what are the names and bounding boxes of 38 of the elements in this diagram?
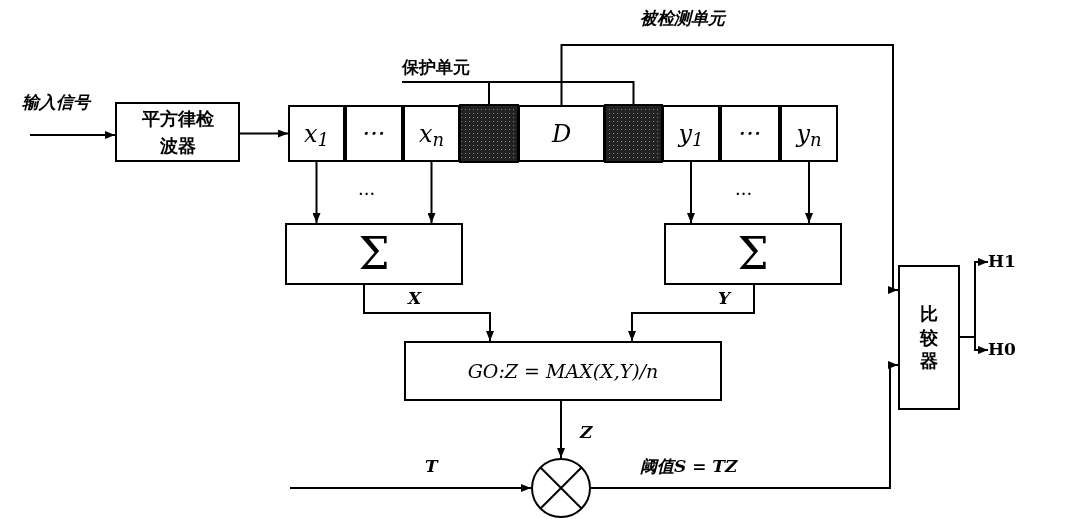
- arrow: [805, 161, 813, 224]
- reference-cell: ···: [720, 105, 780, 162]
- summation-box: Σ: [664, 223, 842, 285]
- callout-text: 保护单元: [402, 56, 494, 80]
- output-label: H1: [988, 250, 1028, 274]
- summation-box: Σ: [285, 223, 463, 285]
- arrow: [959, 336, 989, 354]
- reference-cell: y$_{1}$: [662, 105, 720, 162]
- ellipsis-label: ···: [735, 182, 753, 206]
- detector-box: 平方律检波器: [115, 102, 240, 162]
- edge-label: 被检测单元: [640, 8, 725, 30]
- formula-box: GO:Z = MAX(X,Y)/n: [404, 341, 722, 401]
- arrow: [289, 484, 532, 492]
- arrow: [427, 161, 436, 224]
- ellipsis-label: ···: [358, 182, 376, 206]
- leader-line: [401, 81, 490, 106]
- arrow: [29, 131, 116, 139]
- arrow: [560, 44, 899, 294]
- reference-cell: x$_{1}$: [288, 105, 345, 162]
- multiplier-circle: [531, 458, 591, 518]
- arrow: [628, 284, 755, 342]
- guard-cell: [604, 104, 663, 163]
- leader-line: [488, 81, 635, 106]
- arrow: [363, 284, 494, 342]
- arrow: [687, 161, 695, 224]
- reference-cell: x$_{n}$: [403, 105, 460, 162]
- arrow: [557, 400, 565, 459]
- guard-cell: [459, 104, 519, 163]
- comparator-box: 比较器: [898, 265, 960, 410]
- output-label: H0: [988, 338, 1028, 362]
- edge-label: 阈值S = TZ: [640, 456, 738, 478]
- reference-cell: ···: [345, 105, 403, 162]
- edge-label: 输入信号: [22, 92, 90, 114]
- arrow: [239, 129, 289, 138]
- arrow: [312, 161, 321, 224]
- reference-cell: y$_{n}$: [780, 105, 838, 162]
- arrow: [590, 361, 899, 489]
- reference-cell: D: [518, 105, 605, 162]
